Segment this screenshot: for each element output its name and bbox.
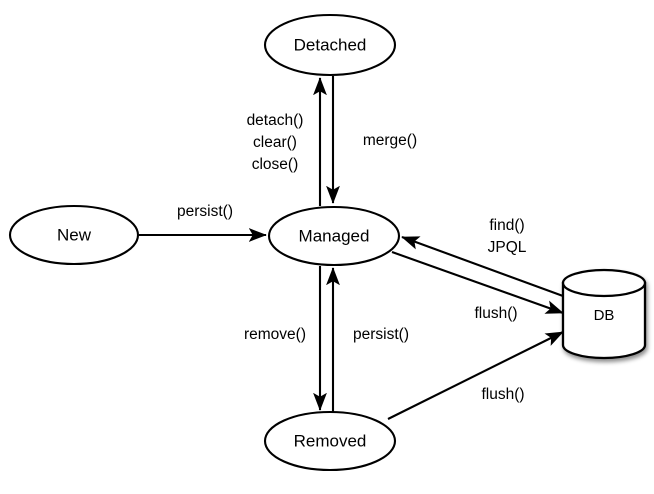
node-shape-db-top (561, 268, 647, 298)
node-label-removed: Removed (294, 431, 367, 450)
node-label-detached: Detached (294, 35, 367, 54)
node-shape-managed (267, 205, 401, 267)
edge-line-managed-to-db (391, 251, 564, 314)
edge-label-clear: clear() (253, 134, 297, 151)
edge-label-persist-new: persist() (177, 203, 233, 220)
node-new[interactable]: New (8, 204, 140, 266)
edge-db-to-managed: find() JPQL (401, 217, 564, 297)
edge-removed-to-db: flush() (387, 331, 564, 420)
node-label-managed: Managed (299, 226, 370, 245)
node-label-db: DB (594, 307, 615, 324)
edge-label-close: close() (252, 156, 299, 173)
edge-line-removed-to-db (387, 331, 564, 420)
node-shape-db-body (561, 281, 647, 360)
edge-managed-to-db: flush() (391, 251, 564, 322)
node-db[interactable]: DB (561, 268, 647, 360)
edge-line-db-to-managed (401, 236, 564, 297)
edge-label-flush-removed: flush() (481, 386, 524, 403)
edge-label-detach: detach() (247, 112, 304, 129)
edge-label-find: find() (489, 217, 524, 234)
node-removed[interactable]: Removed (263, 410, 397, 472)
edge-label-jpql: JPQL (488, 239, 527, 256)
node-shape-detached (263, 13, 397, 77)
edge-managed-to-removed: remove() (244, 266, 327, 411)
edge-new-to-managed: persist() (139, 203, 267, 242)
edge-managed-to-detached: detach() clear() close() (247, 77, 327, 206)
node-managed[interactable]: Managed (267, 205, 401, 267)
edge-label-remove: remove() (244, 326, 306, 343)
edge-label-persist-removed: persist() (353, 326, 409, 343)
edge-detached-to-managed: merge() (326, 76, 417, 204)
node-label-new: New (57, 225, 92, 244)
edge-label-merge: merge() (363, 132, 417, 149)
node-shape-removed (263, 410, 397, 472)
node-detached[interactable]: Detached (263, 13, 397, 77)
node-shape-new (8, 204, 140, 266)
edge-removed-to-managed: persist() (326, 267, 409, 412)
edge-label-flush-managed: flush() (474, 305, 517, 322)
